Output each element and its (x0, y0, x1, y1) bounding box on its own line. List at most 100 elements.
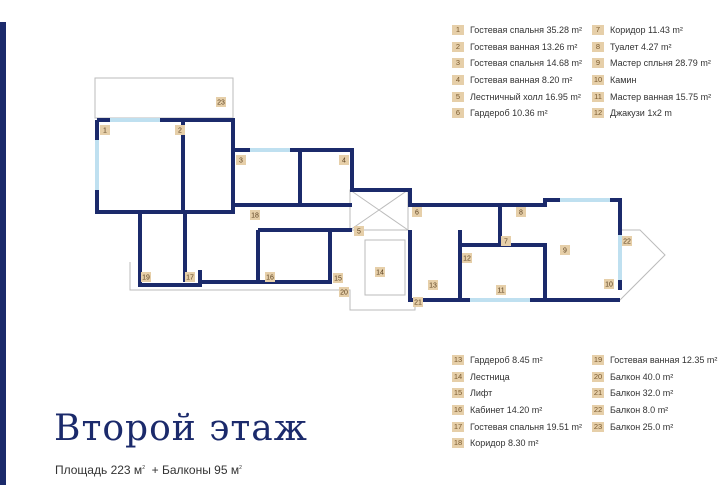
room-tag-label: 3 (239, 158, 243, 165)
balcony-23 (94, 77, 234, 119)
legend-item: 17 Гостевая спальня 19.51 m² (452, 418, 582, 435)
legend-item: 6 Гардероб 10.36 m² (452, 105, 582, 122)
room-tag-19 (141, 272, 151, 282)
room-tag-21 (413, 297, 423, 307)
room-number-badge: 10 (592, 75, 604, 86)
balconies-label: + Балконы 95 м (151, 463, 240, 477)
wall-south-b (408, 230, 620, 302)
room-tag-label: 17 (186, 275, 194, 282)
area-sup: 2 (142, 465, 145, 471)
room-tag-label: 4 (342, 158, 346, 165)
room-tag-15 (333, 273, 343, 283)
legend-item: 22 Балкон 8.0 m² (592, 402, 717, 419)
legend-text: Гардероб 8.45 m² (470, 355, 543, 366)
legend-text: Гостевая ванная 8.20 m² (470, 75, 573, 86)
room-tag-label: 15 (334, 276, 342, 283)
room-tag-17 (185, 272, 195, 282)
room-tag-label: 14 (376, 270, 384, 277)
room-number-badge: 18 (452, 438, 464, 449)
room-tag-13 (428, 280, 438, 290)
room-number-badge: 16 (452, 405, 464, 416)
room-number-badge: 13 (452, 355, 464, 366)
page-title: Второй этаж (54, 408, 308, 449)
room-tag-label: 8 (519, 210, 523, 217)
room-tag-label: 16 (266, 275, 274, 282)
legend-text: Балкон 40.0 m² (610, 371, 674, 382)
room-number-badge: 3 (452, 58, 464, 69)
legend-item: 1 Гостевая спальня 35.28 m² (452, 22, 582, 39)
legend-text: Гостевая ванная 12.35 m² (610, 355, 718, 366)
legend-item: 11 Мастер ванная 15.75 m² (592, 88, 711, 105)
room-tag-23 (216, 97, 226, 107)
legend-item: 14 Лестница (452, 369, 582, 386)
room-tag-2 (175, 125, 185, 135)
room-number-badge: 11 (592, 91, 604, 102)
room-tag-label: 23 (217, 100, 225, 107)
legend-text: Балкон 32.0 m² (610, 388, 674, 399)
room-tag-3 (236, 155, 246, 165)
legend-item: 4 Гостевая ванная 8.20 m² (452, 72, 582, 89)
room-tag-7 (501, 236, 511, 246)
room-tag-label: 13 (429, 283, 437, 290)
room-number-badge: 14 (452, 371, 464, 382)
legend-text: Гостевая спальня 19.51 m² (470, 421, 583, 432)
room-number-badge: 6 (452, 108, 464, 119)
room-tag-18 (250, 210, 260, 220)
room-tag-9 (560, 245, 570, 255)
room-tag-label: 5 (357, 229, 361, 236)
room-tag-6 (412, 207, 422, 217)
room-tag-label: 7 (504, 239, 508, 246)
room-tag-label: 12 (463, 256, 471, 263)
accent-bar (0, 22, 6, 485)
legend-text: Мастер спльня 28.79 m² (610, 58, 711, 69)
room-tag-1 (100, 125, 110, 135)
room-tag-16 (265, 272, 275, 282)
room-number-badge: 2 (452, 41, 464, 52)
legend-text: Гардероб 10.36 m² (470, 108, 548, 119)
room-tag-label: 11 (497, 288, 504, 295)
legend-text: Туалет 4.27 m² (610, 41, 672, 52)
room-number-badge: 17 (452, 421, 464, 432)
room-number-badge: 15 (452, 388, 464, 399)
room-number-badge: 5 (452, 91, 464, 102)
legend-item: 18 Коридор 8.30 m² (452, 435, 582, 452)
legend-text: Балкон 8.0 m² (610, 405, 669, 416)
room-number-badge: 21 (592, 388, 604, 399)
legend-text: Коридор 8.30 m² (470, 438, 539, 449)
legend-text: Лестничный холл 16.95 m² (470, 91, 581, 102)
room-tag-11 (496, 285, 506, 295)
room-tag-4 (339, 155, 349, 165)
legend-text: Лестница (470, 371, 510, 382)
room-number-badge: 9 (592, 58, 604, 69)
legend-text: Гостевая спальня 35.28 m² (470, 25, 583, 36)
room-tag-14 (375, 267, 385, 277)
legend-item: 23 Балкон 25.0 m² (592, 418, 717, 435)
legend-text: Балкон 25.0 m² (610, 421, 674, 432)
room-number-badge: 1 (452, 25, 464, 36)
room-tag-label: 22 (623, 239, 631, 246)
legend-text: Гостевая ванная 13.26 m² (470, 41, 578, 52)
room-tag-label: 21 (414, 300, 422, 307)
room-tag-8 (516, 207, 526, 217)
legend-text: Джакузи 1x2 m (610, 108, 672, 119)
room-tag-label: 19 (142, 275, 150, 282)
room-tag-label: 20 (340, 290, 348, 297)
legend-text: Мастер ванная 15.75 m² (610, 91, 712, 102)
room-number-badge: 4 (452, 75, 464, 86)
room-number-badge: 23 (592, 421, 604, 432)
room-tag-label: 10 (605, 282, 613, 289)
room-tag-label: 18 (251, 213, 259, 220)
legend-item: 2 Гостевая ванная 13.26 m² (452, 39, 582, 56)
wall-north (97, 118, 622, 290)
legend-text: Камин (610, 75, 637, 86)
room-number-badge: 22 (592, 405, 604, 416)
